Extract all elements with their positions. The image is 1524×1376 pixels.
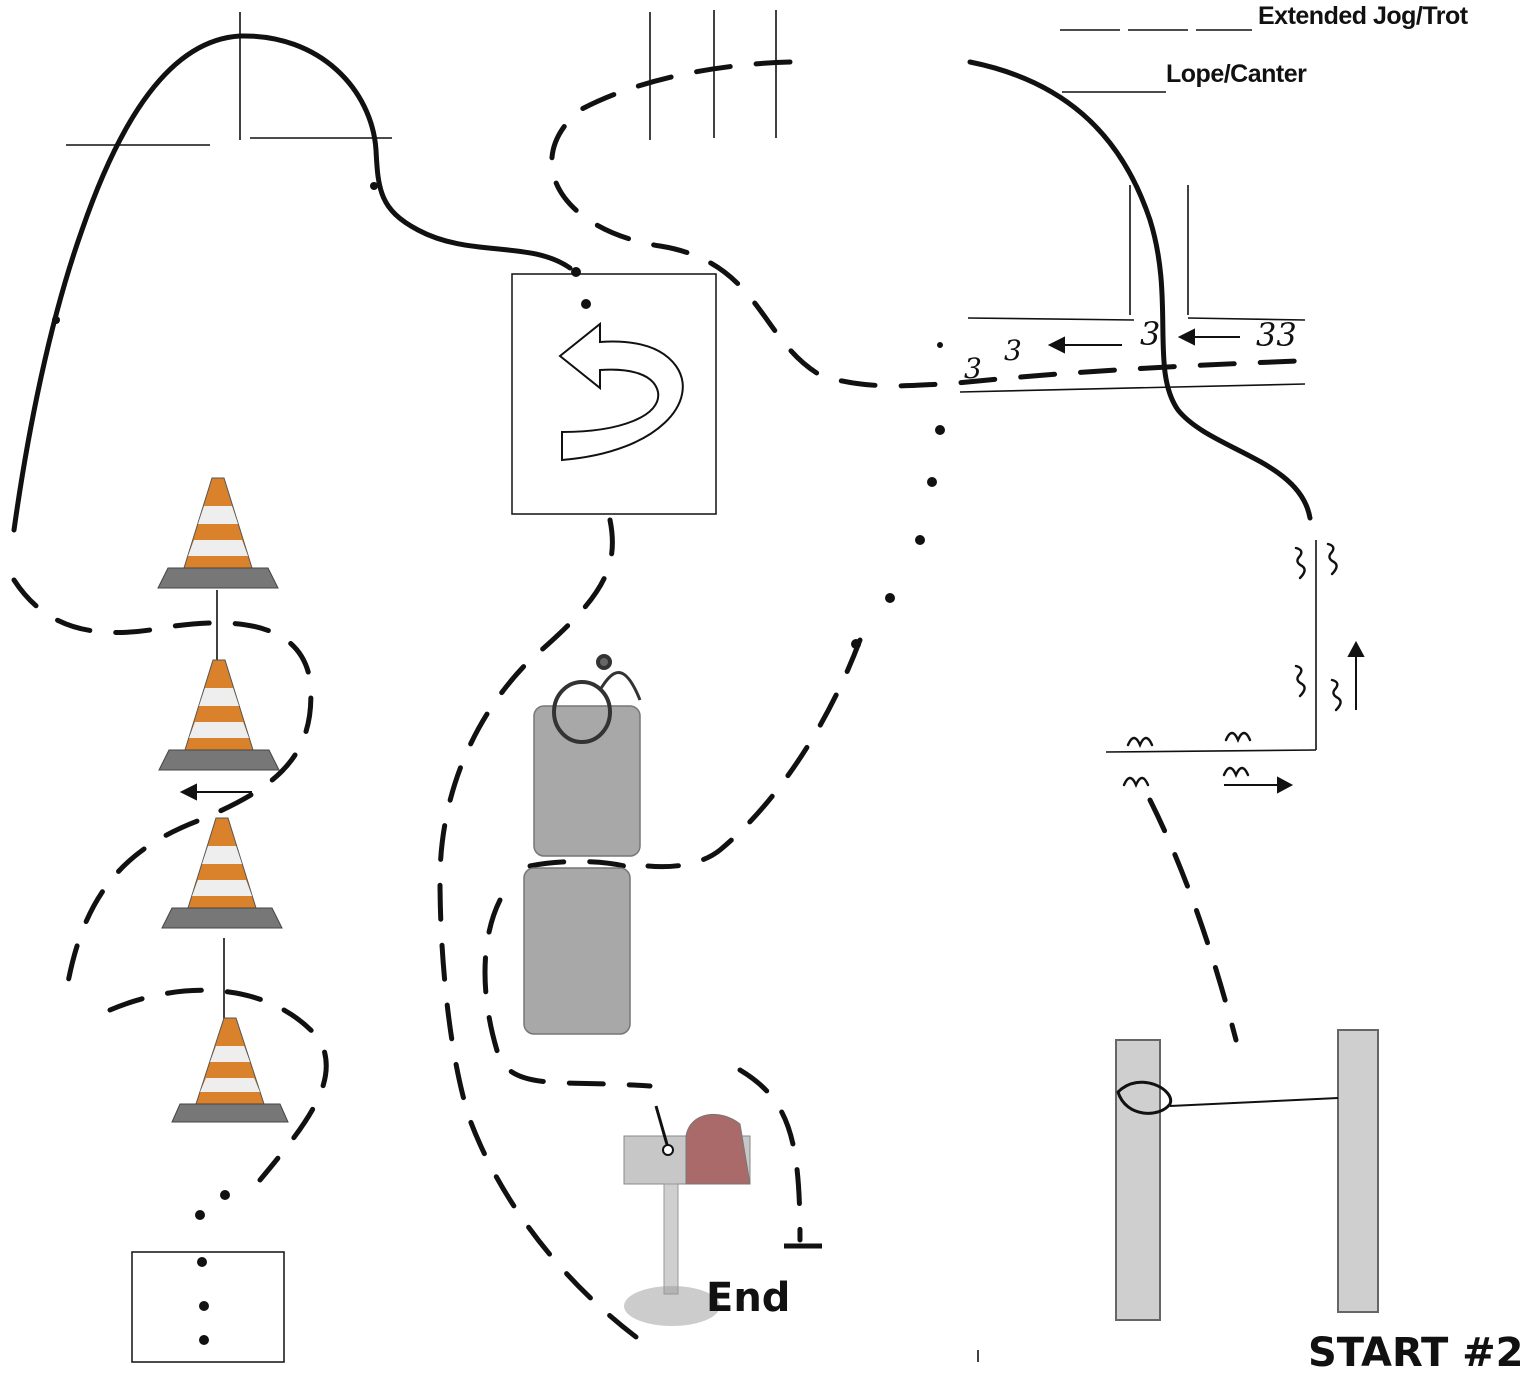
legend-samples [1060, 29, 1252, 93]
ground-poles [66, 10, 1317, 1362]
cone-icon [171, 1017, 289, 1123]
direction-arrows [179, 328, 1365, 801]
extended-trot-path [11, 59, 1323, 1343]
cone-icon [158, 659, 280, 771]
legend-lope-label: Lope/Canter [1166, 60, 1307, 88]
count-label: 3 [1004, 334, 1022, 367]
hay-bale-icon [523, 867, 631, 1035]
start-label: START #2 [1308, 1330, 1524, 1376]
walk-path [52, 182, 945, 1345]
hay-bale-icon [533, 705, 641, 857]
stride-marks [1122, 542, 1342, 789]
traffic-cones [157, 477, 289, 1123]
saddle-icon [552, 654, 642, 744]
cone-icon [157, 477, 279, 589]
mailbox-icon [623, 1105, 751, 1326]
count-label: 33 [1256, 316, 1297, 354]
turn-sign [511, 273, 717, 515]
end-label: End [706, 1275, 791, 1321]
u-turn-arrow-icon [558, 321, 684, 462]
hay-bales [523, 705, 641, 1035]
start-box [131, 1251, 285, 1363]
count-label: 3 [964, 352, 982, 385]
legend-extended-trot-label: Extended Jog/Trot [1258, 2, 1468, 30]
cone-icon [161, 817, 283, 929]
trail-course-diagram: 3 3 3 33 [11, 10, 1379, 1363]
count-label: 3 [1140, 315, 1160, 353]
gate-icon [1115, 1029, 1379, 1321]
handwritten-counts: 3 3 3 33 [964, 315, 1297, 385]
lope-path [11, 33, 1313, 533]
